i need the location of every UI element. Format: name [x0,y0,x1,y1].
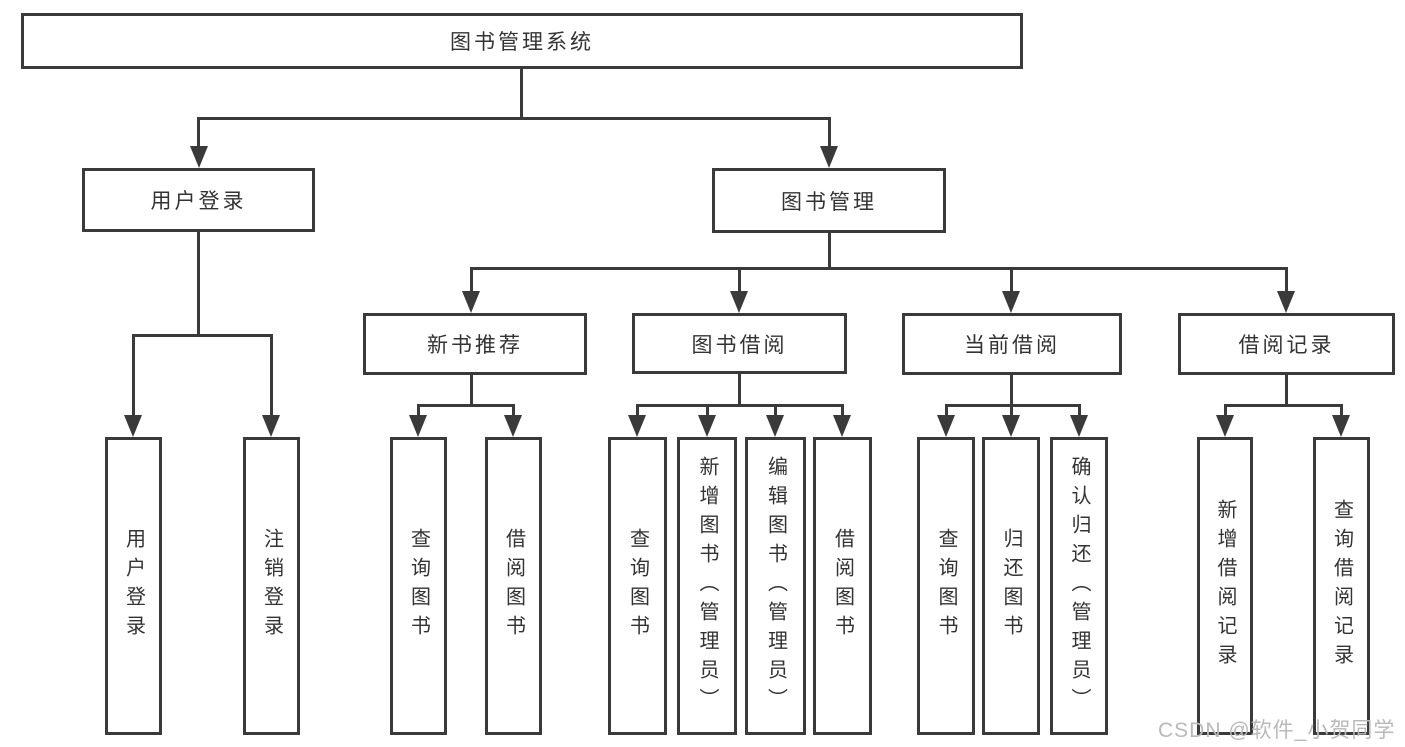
arrow-down-icon [698,415,716,437]
csdn-watermark: CSDN @软件_小贺同学 [1158,719,1396,742]
node-library-management-system: 图书管理系统 [21,13,1023,69]
arrow-down-icon [1216,415,1234,437]
node-label: 图书管理 [781,190,877,214]
leaf-label: 借阅图书 [831,528,854,644]
connector-segment [132,334,272,337]
leaf-label: 注销登录 [260,528,283,644]
connector-segment [197,117,200,149]
leaf-logout: 注销登录 [243,437,300,735]
node-user-login: 用户登录 [82,168,315,232]
connector-segment [738,373,741,406]
connector-segment [197,232,200,336]
node-book-borrowing: 图书借阅 [632,313,847,374]
leaf-label: 查询借阅记录 [1330,499,1353,673]
leaf-label: 借阅图书 [502,528,525,644]
leaf-confirm-return-admin: 确认归还（管理员） [1050,437,1108,735]
arrow-down-icon [766,415,784,437]
arrow-down-icon [833,415,851,437]
connector-segment [738,267,741,294]
arrow-down-icon [1277,291,1295,313]
connector-segment [1224,404,1342,407]
leaf-borrow-books-recommend: 借阅图书 [485,437,542,735]
connector-segment [470,267,473,294]
connector-segment [828,117,831,149]
leaf-add-borrow-record: 新增借阅记录 [1197,437,1253,735]
arrow-down-icon [190,146,208,168]
arrow-down-icon [937,415,955,437]
connector-segment [841,404,844,417]
connector-segment [132,334,135,418]
connector-segment [470,375,473,406]
connector-segment [1010,375,1013,406]
leaf-label: 查询图书 [626,528,649,644]
leaf-query-borrow-record: 查询借阅记录 [1313,437,1370,735]
leaf-label: 新增借阅记录 [1214,499,1236,673]
connector-segment [512,404,515,417]
connector-segment [197,117,831,120]
leaf-borrow-books: 借阅图书 [813,437,872,735]
connector-segment [1224,404,1227,417]
arrow-down-icon [1002,291,1020,313]
leaf-edit-books-admin: 编辑图书（管理员） [745,437,806,735]
node-label: 图书借阅 [691,333,788,357]
node-borrowing-records: 借阅记录 [1178,313,1395,375]
arrow-down-icon [628,415,646,437]
leaf-label: 查询图书 [935,528,957,644]
connector-segment [1340,404,1343,417]
leaf-return-books: 归还图书 [982,437,1040,735]
connector-segment [1010,267,1013,294]
connector-segment [1078,404,1081,417]
node-label: 当前借阅 [964,334,1060,357]
leaf-label: 归还图书 [1000,528,1022,644]
leaf-query-books-borrow: 查询图书 [608,437,667,735]
leaf-label: 用户登录 [122,528,145,644]
connector-segment [520,69,523,119]
connector-segment [774,404,777,417]
arrow-down-icon [1070,415,1088,437]
arrow-down-icon [820,146,838,168]
leaf-query-books-recommend: 查询图书 [390,437,447,735]
leaf-label: 查询图书 [407,528,430,644]
node-label: 新书推荐 [427,334,523,357]
leaf-label: 确认归还（管理员） [1068,455,1090,717]
leaf-query-books-current: 查询图书 [917,437,975,735]
connector-segment [470,267,1287,270]
node-label: 图书管理系统 [450,31,594,54]
connector-segment [1285,267,1288,294]
connector-segment [636,404,639,417]
leaf-label: 编辑图书（管理员） [764,455,787,717]
node-new-book-recommendation: 新书推荐 [363,313,587,375]
arrow-down-icon [462,291,480,313]
leaf-label: 新增图书（管理员） [696,455,718,717]
node-label: 借阅记录 [1238,334,1335,357]
connector-segment [1285,375,1288,406]
connector-segment [1010,404,1013,417]
leaf-add-books-admin: 新增图书（管理员） [677,437,737,735]
node-current-borrowing: 当前借阅 [902,313,1122,375]
connector-segment [417,404,420,417]
connector-segment [706,404,709,417]
connector-segment [417,404,514,407]
leaf-user-login: 用户登录 [105,437,162,735]
arrow-down-icon [1002,415,1020,437]
arrow-down-icon [262,415,280,437]
connector-segment [636,404,843,407]
arrow-down-icon [504,415,522,437]
connector-segment [828,233,831,269]
node-book-management: 图书管理 [712,168,946,233]
arrow-down-icon [730,291,748,313]
connector-segment [945,404,948,417]
node-label: 用户登录 [150,190,247,213]
arrow-down-icon [1332,415,1350,437]
arrow-down-icon [409,415,427,437]
connector-segment [270,334,273,418]
arrow-down-icon [124,415,142,437]
